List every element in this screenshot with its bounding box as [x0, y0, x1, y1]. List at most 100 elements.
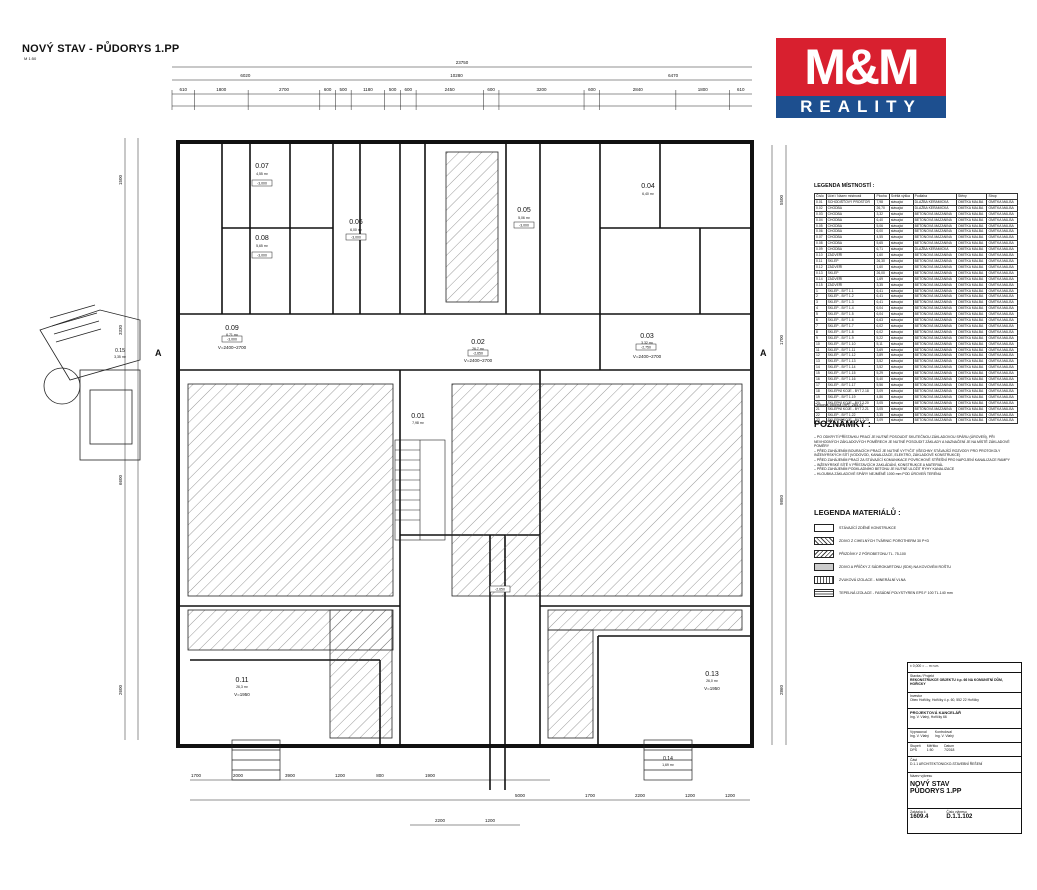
hatched-zones	[187, 151, 743, 739]
table-cell: BETONOVÁ MAZANINA	[912, 257, 958, 265]
level-value: -2,650	[473, 352, 483, 356]
material-swatch	[814, 563, 834, 571]
level-box	[489, 585, 511, 593]
level-value: -3,000	[519, 224, 529, 228]
table-cell: OMÍTKA MALBA	[956, 287, 988, 295]
table-cell: BETONOVÁ MAZANINA	[912, 352, 958, 360]
level-value: -2,750	[641, 346, 651, 350]
level-box	[345, 233, 367, 241]
table-cell: OMÍTKA MALBA	[986, 299, 1018, 307]
room-area: 26,0 m²	[706, 679, 719, 683]
room-label: 0.14	[663, 756, 673, 762]
material-item: ZDIVO A PŘÍČKY Z SÁDROKARTONU (SDK) NA K…	[814, 563, 1019, 571]
table-cell: OMÍTKA MALBA	[956, 299, 988, 307]
table-cell: OMÍTKA MALBA	[956, 358, 988, 366]
stamp-drawing-no-label: Číslo výkresu	[946, 810, 967, 814]
room-label: 0.15	[115, 348, 125, 354]
table-cell: BETONOVÁ MAZANINA	[912, 370, 958, 378]
table-cell: OMÍTKA MALBA	[956, 370, 988, 378]
dimension-detail: 2450	[445, 87, 456, 92]
room-height: V=2400~2700	[633, 354, 662, 359]
table-cell: OMÍTKA MALBA	[986, 228, 1018, 236]
material-item: ZVUKOVÁ IZOLACE - MINERÁLNÍ VLNA	[814, 576, 1019, 584]
dimension-detail: 600	[487, 87, 495, 92]
note-item: – INŽENÝRSKÉ SÍTĚ V PŘÍSTAVCÍCH ZAKLÁDÁN…	[814, 462, 944, 467]
table-cell: BETONOVÁ MAZANINA	[912, 317, 958, 324]
stamp-stage: DPS	[910, 748, 917, 752]
table-cell: OMÍTKA MALBA	[986, 204, 1018, 212]
materials-heading: LEGENDA MATERIÁLŮ :	[814, 508, 901, 517]
table-cell: OMÍTKA MALBA	[956, 228, 988, 236]
room-legend-heading: LEGENDA MÍSTNOSTÍ :	[814, 183, 875, 189]
table-cell: OMÍTKA MALBA	[956, 222, 988, 230]
table-cell: BETONOVÁ MAZANINA	[912, 252, 958, 259]
inner-walls	[178, 142, 752, 790]
table-cell: OMÍTKA MALBA	[956, 322, 988, 330]
table-cell: OMÍTKA MALBA	[986, 370, 1018, 378]
table-cell: BETONOVÁ MAZANINA	[912, 376, 958, 383]
table-cell: OMÍTKA MALBA	[956, 311, 988, 319]
level-value: -3,000	[257, 254, 267, 258]
table-cell: OMÍTKA MALBA	[986, 269, 1018, 277]
table-cell: OMÍTKA MALBA	[956, 257, 988, 265]
table-cell: BETONOVÁ MAZANINA	[912, 228, 958, 236]
stamp-prepared-label: Vypracoval	[910, 730, 927, 734]
table-cell: BETONOVÁ MAZANINA	[912, 417, 958, 425]
table-cell: SKLEPNÍ KOJE - BYT 2.21	[825, 405, 876, 413]
dimension-detail: 3200	[536, 87, 547, 92]
material-swatch	[814, 550, 834, 558]
room-label: 0.13	[705, 671, 719, 678]
dimension-bottom: 1700	[585, 793, 596, 798]
staircase-central	[394, 439, 446, 541]
table-header-cell: Světlá výška	[888, 193, 914, 200]
dimension-bottom: 1200	[725, 793, 736, 798]
table-cell: SKLEPNÍ KOJE - BYT 2.18	[825, 387, 876, 395]
note-item: – PŘED ZAHÁJENÍM PODKLADNÍHO BETONU JE N…	[814, 467, 955, 472]
room-legend-total: Celková plocha [m²]: 284,67	[814, 402, 864, 407]
table-cell: stávající	[888, 417, 914, 425]
dimension-top: 10280	[450, 73, 463, 78]
room-area: 4,55 m²	[256, 172, 269, 176]
title-block: ± 0,000 = ... m n.m. Stavba / Projekt RE…	[907, 662, 1022, 834]
stamp-date: 7/2018	[944, 748, 955, 752]
table-cell: OMÍTKA MALBA	[986, 281, 1018, 289]
stamp-drawing-label: Název výkresu	[910, 774, 933, 778]
table-cell: OMÍTKA MALBA	[986, 376, 1018, 383]
dimension-bottom: 5000	[515, 793, 526, 798]
table-cell: OMÍTKA MALBA	[956, 405, 988, 413]
table-cell: OMÍTKA MALBA	[986, 222, 1018, 230]
section-mark-right: A	[760, 348, 767, 358]
dimension-chain-top	[172, 66, 752, 107]
room-area: 5,65 m²	[256, 244, 269, 248]
room-label: 0.01	[411, 413, 425, 420]
table-cell: OMÍTKA MALBA	[986, 328, 1018, 336]
level-value: -3,000	[227, 338, 237, 342]
dimension-left: 3330	[118, 324, 123, 335]
table-cell: OMÍTKA MALBA	[956, 399, 988, 407]
dimension-detail: 2840	[633, 87, 644, 92]
table-cell: OMÍTKA MALBA	[956, 417, 988, 425]
table-cell: BETONOVÁ MAZANINA	[912, 269, 958, 277]
note-item: – PŘED ZAHÁJENÍM PRACÍ ZA STÁVAJÍCÍ KOMU…	[814, 457, 1010, 462]
level-box	[467, 349, 489, 357]
level-value: -3,000	[351, 236, 361, 240]
entrance-steps-bottom	[231, 739, 693, 781]
stamp-part: D.1.1 ARCHITEKTONICKO-STAVEBNÍ ŘEŠENÍ	[910, 762, 983, 766]
room-label: 0.06	[349, 219, 363, 226]
table-cell: BETONOVÁ MAZANINA	[912, 334, 958, 342]
dimension-bottom: 2200	[635, 793, 646, 798]
table-cell: BETONOVÁ MAZANINA	[912, 340, 958, 348]
table-cell: BETONOVÁ MAZANINA	[912, 364, 958, 372]
room-label: 0.04	[641, 183, 655, 190]
dimension-detail: 600	[324, 87, 332, 92]
table-cell: OMÍTKA MALBA	[986, 240, 1018, 248]
stamp-part-label: Část	[910, 758, 917, 762]
stamp-checked: Ing. V. Vlahý	[934, 734, 954, 738]
table-cell: BETONOVÁ MAZANINA	[912, 234, 958, 242]
